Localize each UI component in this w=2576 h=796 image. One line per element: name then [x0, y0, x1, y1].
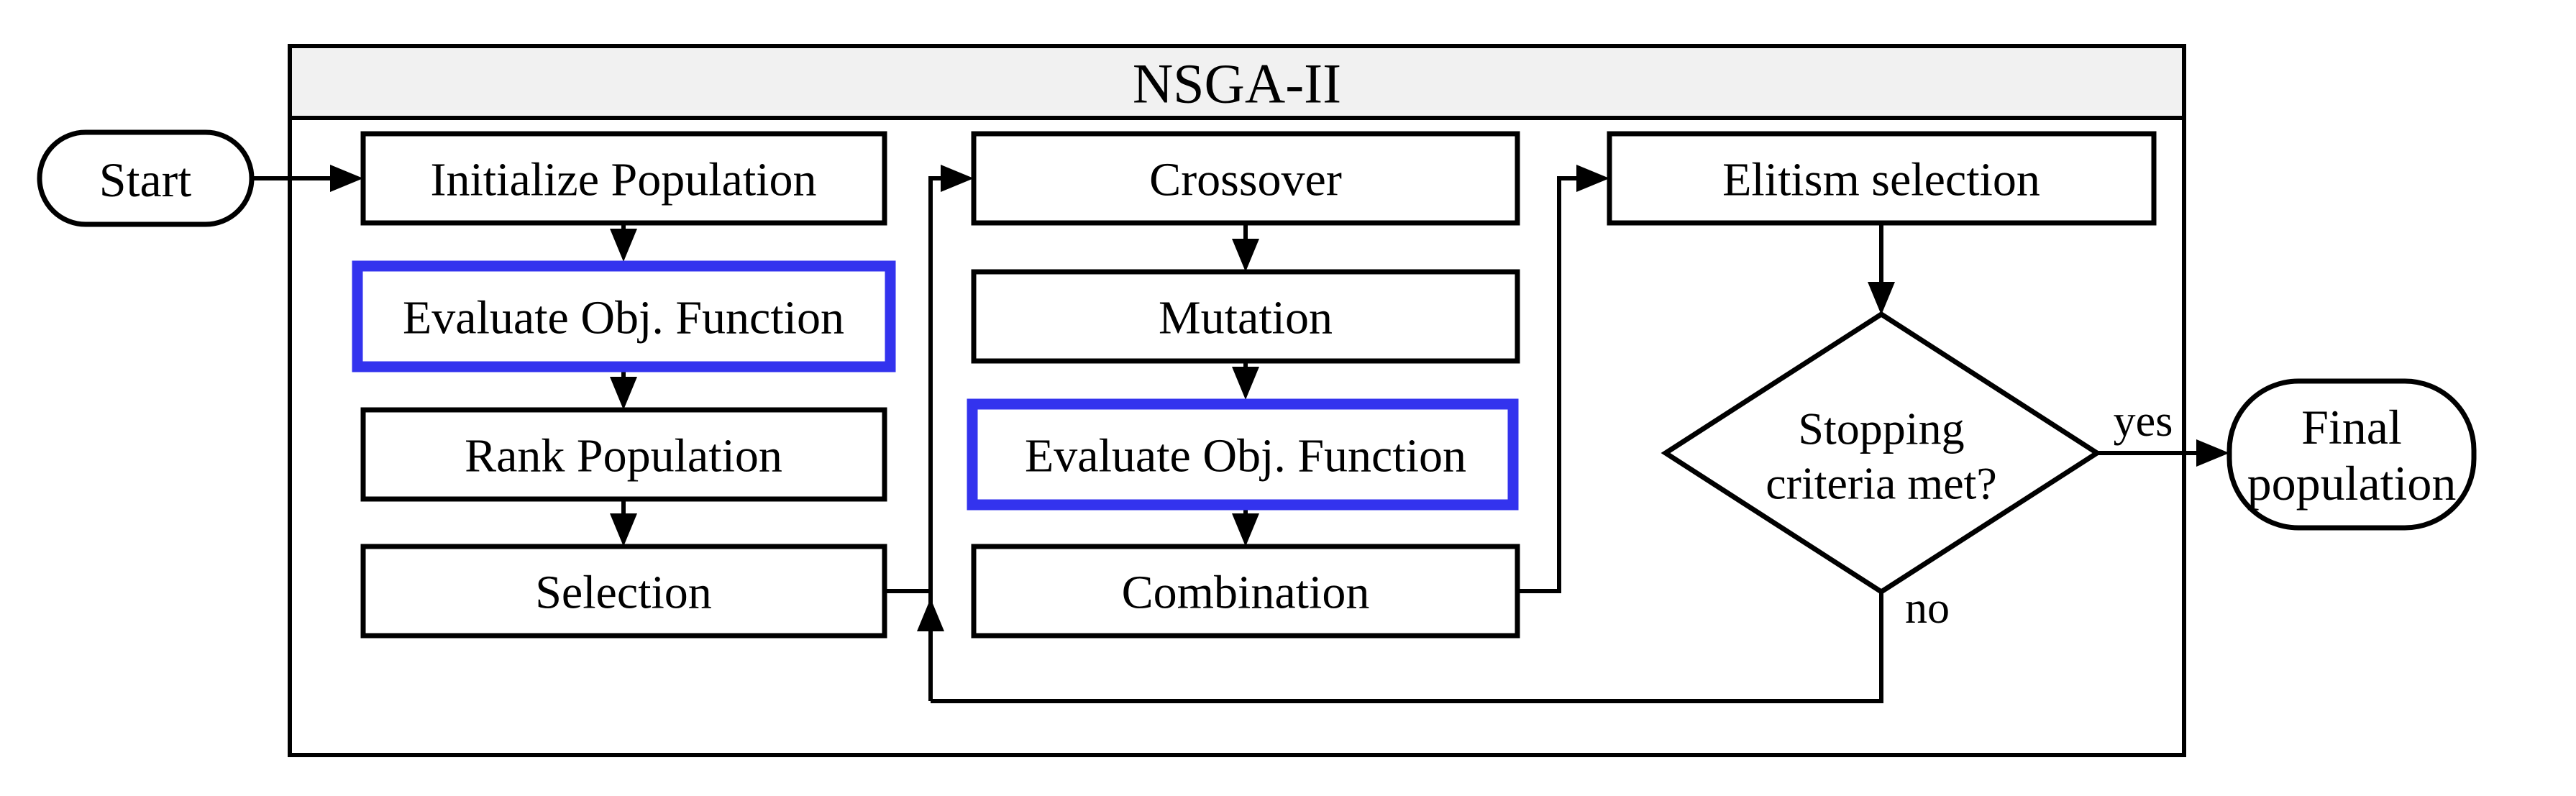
process-rank-population — [360, 407, 887, 502]
decision-stopping-criteria — [1661, 311, 2102, 595]
elitism-selection-label: Elitism selection — [1722, 154, 2040, 206]
evaluate-obj-function-2-label: Evaluate Obj. Function — [1025, 430, 1466, 482]
start-terminator — [37, 129, 255, 227]
final-label-line1: Final — [2301, 400, 2402, 454]
edge-combination-elitism — [1517, 176, 1578, 593]
arrowhead-evaluate1-rank — [610, 377, 637, 410]
decision-label-line2: criteria met? — [1766, 458, 1997, 509]
process-mutation — [971, 269, 1520, 364]
edge-label-no: no — [1905, 584, 1950, 633]
process-crossover — [971, 131, 1520, 226]
crossover-label: Crossover — [1149, 154, 1342, 206]
start-label: Start — [99, 152, 192, 207]
arrowhead-combination-elitism — [1576, 165, 1609, 192]
arrowhead-decision-final — [2196, 439, 2229, 467]
arrowhead-start-initialize — [330, 165, 363, 192]
final-label-line2: population — [2247, 456, 2457, 511]
process-evaluate-obj-function-1 — [352, 260, 896, 372]
arrowhead-mutation-evaluate2 — [1232, 367, 1259, 400]
arrowhead-rank-selection — [610, 513, 637, 546]
selection-label: Selection — [535, 567, 712, 619]
process-selection — [360, 544, 887, 639]
final-population-terminator — [2226, 378, 2477, 531]
process-elitism-selection — [1607, 131, 2157, 226]
algorithm-container-border — [288, 44, 2186, 757]
arrowhead-elitism-decision — [1868, 282, 1895, 315]
arrowhead-evaluate2-combination — [1232, 513, 1259, 546]
decision-label-line1: Stopping — [1798, 403, 1964, 454]
evaluate-obj-function-1-label: Evaluate Obj. Function — [403, 292, 844, 344]
process-evaluate-obj-function-2 — [967, 398, 1519, 511]
nodes: Start Initialize Population Evaluate Obj… — [37, 129, 2477, 639]
arrowhead-feedback-crossover — [941, 165, 974, 192]
process-combination — [971, 544, 1520, 639]
process-initialize-population — [360, 131, 887, 226]
edge-feedback-to-crossover — [928, 176, 942, 701]
connectors — [252, 165, 2229, 703]
rank-population-label: Rank Population — [465, 430, 782, 482]
arrowhead-crossover-mutation — [1232, 239, 1259, 272]
edge-label-yes: yes — [2114, 397, 2173, 446]
arrowhead-initialize-evaluate1 — [610, 229, 637, 262]
edge-decision-noloop — [931, 592, 1883, 703]
arrowhead-noloop-junction — [917, 598, 944, 631]
combination-label: Combination — [1122, 567, 1370, 619]
mutation-label: Mutation — [1159, 292, 1333, 344]
initialize-population-label: Initialize Population — [430, 154, 816, 206]
diagram-title: NSGA-II — [1133, 52, 1341, 115]
